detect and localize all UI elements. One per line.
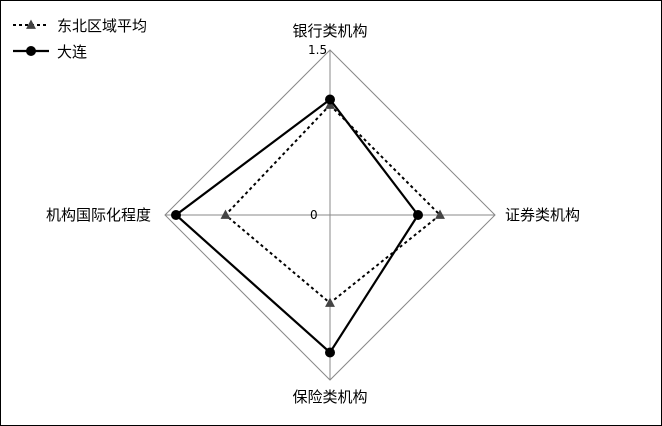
series-1-point-0: [325, 94, 335, 105]
axis-label-securities: 证券类机构: [505, 206, 580, 224]
series-0-point-3: [220, 209, 231, 219]
series-0-point-1: [435, 209, 445, 219]
legend-item-northeast-average: 东北区域平均: [13, 17, 147, 35]
radar-series: [171, 94, 445, 358]
series-line-0: [224, 103, 442, 305]
series-1-point-1: [413, 210, 423, 220]
legend-marker-circle: [26, 46, 36, 56]
series-0-point-2: [325, 297, 335, 307]
tick-label-min: 0: [310, 208, 318, 222]
legend-label-northeast-average: 东北区域平均: [57, 17, 147, 35]
series-1-point-3: [171, 210, 181, 220]
axis-label-insurance: 保险类机构: [292, 388, 367, 406]
legend: 东北区域平均 大连: [13, 17, 147, 61]
axis-label-internationalization: 机构国际化程度: [46, 206, 151, 224]
legend-label-dalian: 大连: [57, 43, 87, 61]
series-1-point-2: [325, 347, 335, 358]
legend-marker-triangle: [26, 19, 36, 29]
axis-label-banking: 银行类机构: [292, 22, 367, 40]
tick-label-max: 1.5: [308, 43, 327, 57]
series-line-1: [174, 97, 420, 355]
legend-item-dalian: 大连: [13, 43, 87, 61]
